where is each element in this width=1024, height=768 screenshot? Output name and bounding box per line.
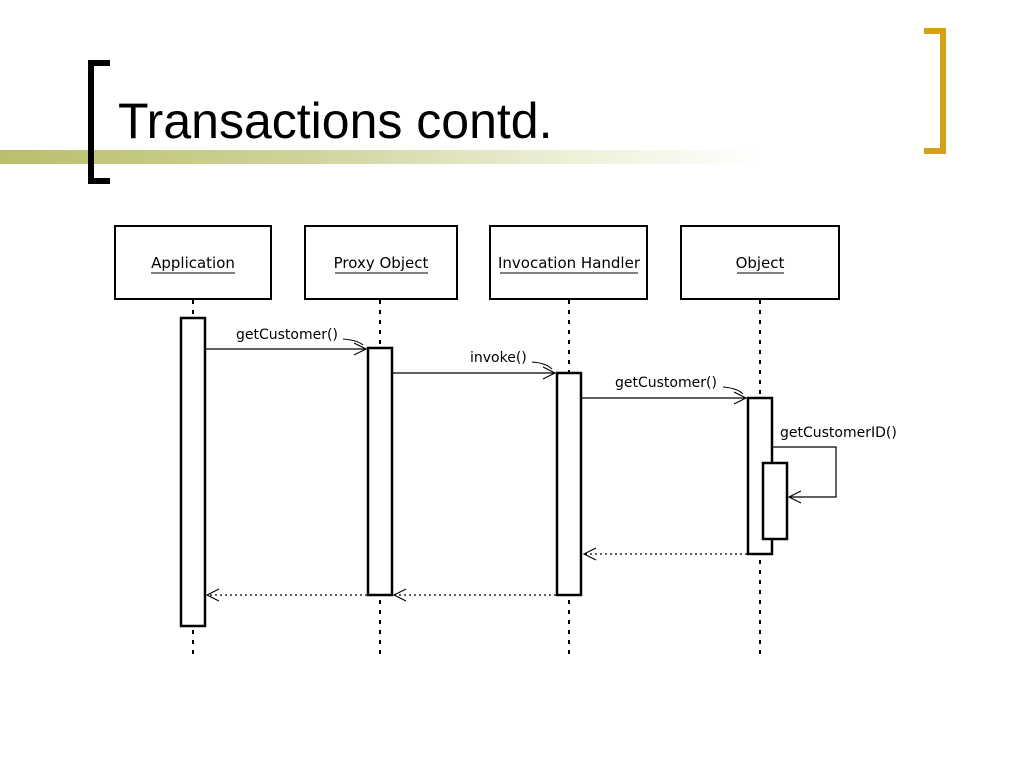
participant-proxy-object: Proxy Object	[304, 225, 458, 300]
participant-invocation-handler: Invocation Handler	[489, 225, 648, 300]
message-label: getCustomerID()	[780, 425, 897, 441]
participant-label: Application	[151, 254, 235, 272]
activation-application	[179, 316, 207, 628]
activation-invocation-handler	[555, 371, 583, 597]
message-get-customer-id-self-call: getCustomerID()	[772, 425, 897, 497]
title-underline-bar	[0, 150, 760, 164]
message-invoke: invoke()	[392, 350, 555, 373]
participant-object: Object	[680, 225, 840, 300]
right-bracket-decoration	[924, 28, 946, 154]
activation-object-nested	[761, 461, 789, 541]
message-label: invoke()	[470, 350, 527, 366]
slide-title: Transactions contd.	[118, 93, 553, 149]
participant-label: Object	[736, 254, 785, 272]
participant-label: Invocation Handler	[498, 254, 641, 272]
left-bracket-decoration	[88, 60, 110, 184]
participant-application: Application	[114, 225, 272, 300]
participant-label: Proxy Object	[334, 254, 429, 272]
message-label: getCustomer()	[615, 375, 717, 391]
activation-proxy-object	[366, 346, 394, 597]
message-get-customer-2: getCustomer()	[581, 375, 746, 398]
message-get-customer-1: getCustomer()	[205, 327, 366, 349]
message-label: getCustomer()	[236, 327, 338, 343]
